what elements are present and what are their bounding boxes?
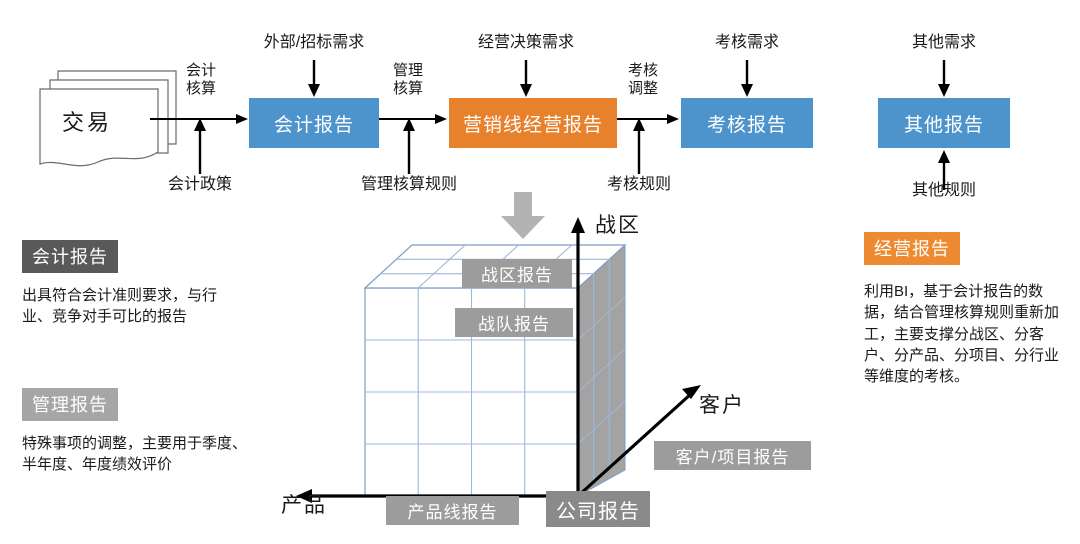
arrow-operating-demand-down <box>519 60 533 98</box>
arrow-external-demand-down <box>307 60 321 98</box>
panel-operating-report-body: 利用BI，基于会计报告的数据，结合管理核算规则重新加工，主要支撑分战区、分客户、… <box>864 283 1060 386</box>
input-management-calc-rule: 管理核算规则 <box>360 176 457 193</box>
cube-axis-label-product: 产品 <box>281 494 327 517</box>
panel-management-report-body: 特殊事项的调整，主要用于季度、半年度、年度绩效评价 <box>22 435 248 474</box>
arrow-source-to-accounting <box>150 112 250 126</box>
panel-accounting-report-body: 出具符合会计准则要求，与行业、竞争对手可比的报告 <box>22 287 218 326</box>
cube-tag-zone-report-label: 战区报告 <box>481 266 553 285</box>
gray-block-arrow-down-icon <box>497 192 549 240</box>
flow-box-other-report-label: 其他报告 <box>903 114 984 136</box>
transition-accounting-calc: 会计 核算 <box>176 62 226 97</box>
panel-accounting-report: 会计报告 出具符合会计准则要求，与行业、竞争对手可比的报告 <box>22 240 272 328</box>
cube-axis-label-customer: 客户 <box>699 394 745 417</box>
arrow-other-demand-down <box>937 60 951 98</box>
input-assessment-rule: 考核规则 <box>606 176 671 193</box>
transition-management-calc-line1: 管理 <box>392 62 423 79</box>
cube-tag-customer-project-report[interactable]: 客户/项目报告 <box>654 441 811 470</box>
cube-tag-customer-project-report-label: 客户/项目报告 <box>675 448 790 467</box>
transaction-source-label: 交易 <box>61 110 112 135</box>
cube-tag-company-report-label: 公司报告 <box>556 500 640 523</box>
input-other-demand: 其他需求 <box>911 34 976 51</box>
transition-management-calc-line2: 核算 <box>392 79 423 97</box>
arrow-management-rule-up <box>402 118 416 174</box>
cube-tag-team-report[interactable]: 战队报告 <box>455 308 573 337</box>
panel-operating-report-header: 经营报告 <box>864 232 960 265</box>
cube-tag-team-report-label: 战队报告 <box>478 315 550 334</box>
transition-assessment-adjust: 考核 调整 <box>618 62 668 97</box>
arrow-accounting-to-marketing <box>379 112 449 126</box>
input-accounting-policy: 会计政策 <box>167 176 232 193</box>
flow-box-marketing-ops-report-label: 营销线经营报告 <box>462 114 603 136</box>
cube-axis-label-zone: 战区 <box>595 214 641 237</box>
flow-box-accounting-report-label: 会计报告 <box>273 114 354 136</box>
cube-tag-zone-report[interactable]: 战区报告 <box>462 259 572 288</box>
flow-box-other-report[interactable]: 其他报告 <box>878 98 1010 148</box>
panel-accounting-report-header: 会计报告 <box>22 240 118 273</box>
arrow-other-rule-up <box>937 150 951 190</box>
arrow-assessment-demand-down <box>740 60 754 98</box>
transition-assessment-adjust-line2: 调整 <box>627 79 658 97</box>
flow-box-assessment-report[interactable]: 考核报告 <box>681 98 813 148</box>
transition-assessment-adjust-line1: 考核 <box>627 62 658 79</box>
transition-accounting-calc-line1: 会计 <box>185 62 216 79</box>
transaction-source-shape <box>28 66 188 172</box>
flow-box-accounting-report[interactable]: 会计报告 <box>249 98 379 148</box>
transition-management-calc: 管理 核算 <box>383 62 433 97</box>
input-external-bid-demand: 外部/招标需求 <box>263 34 365 51</box>
panel-operating-report: 经营报告 利用BI，基于会计报告的数据，结合管理核算规则重新加工，主要支撑分战区… <box>864 232 1072 387</box>
input-operating-decision-demand: 经营决策需求 <box>477 34 574 51</box>
arrow-accounting-policy-up <box>193 118 207 174</box>
cube-tag-product-line-report-label: 产品线报告 <box>407 503 498 522</box>
input-other-rule: 其他规则 <box>911 182 976 199</box>
flow-box-assessment-report-label: 考核报告 <box>706 114 787 136</box>
flow-box-marketing-ops-report[interactable]: 营销线经营报告 <box>449 98 617 148</box>
input-assessment-demand: 考核需求 <box>714 34 779 51</box>
panel-management-report-header: 管理报告 <box>22 388 118 421</box>
cube-tag-company-report[interactable]: 公司报告 <box>546 491 650 527</box>
panel-management-report: 管理报告 特殊事项的调整，主要用于季度、半年度、年度绩效评价 <box>22 388 272 476</box>
arrow-marketing-to-assessment <box>617 112 681 126</box>
transition-accounting-calc-line2: 核算 <box>185 79 216 97</box>
arrow-assessment-rule-up <box>632 118 646 174</box>
cube-tag-product-line-report[interactable]: 产品线报告 <box>386 496 519 525</box>
